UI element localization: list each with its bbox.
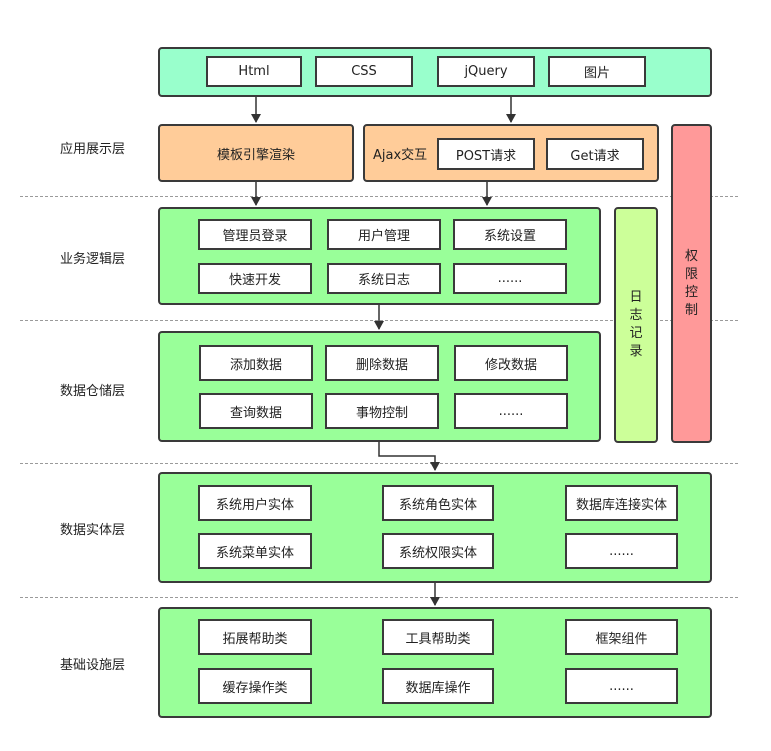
system-log-box: 系统日志 xyxy=(327,263,441,294)
layer-separator xyxy=(20,597,738,598)
get-request-box: Get请求 xyxy=(546,138,644,170)
admin-login-box: 管理员登录 xyxy=(198,219,312,250)
query-data-box: 查询数据 xyxy=(199,393,313,429)
layer-label-presentation: 应用展示层 xyxy=(60,142,126,157)
framework-component-box: 框架组件 xyxy=(565,619,678,655)
entity-more-box: ...... xyxy=(565,533,678,569)
permission-control-panel: 权 限 控 制 xyxy=(671,124,712,443)
jquery-box: jQuery xyxy=(437,56,535,87)
template-engine-panel: 模板引擎渲染 xyxy=(158,124,354,182)
log-record-panel: 日 志 记 录 xyxy=(614,207,658,443)
permission-char: 制 xyxy=(684,302,698,318)
system-role-entity-box: 系统角色实体 xyxy=(382,485,494,521)
post-request-box: POST请求 xyxy=(437,138,535,170)
log-record-char: 志 xyxy=(629,308,643,323)
system-permission-entity-box: 系统权限实体 xyxy=(382,533,494,569)
log-record-char: 日 xyxy=(629,290,643,305)
add-data-box: 添加数据 xyxy=(199,345,313,381)
arrow-storage-to-entity xyxy=(378,442,440,471)
layer-label-entity: 数据实体层 xyxy=(60,523,126,538)
cache-operation-box: 缓存操作类 xyxy=(198,668,312,704)
permission-char: 权 xyxy=(684,248,698,264)
modify-data-box: 修改数据 xyxy=(454,345,568,381)
image-box: 图片 xyxy=(548,56,646,87)
system-user-entity-box: 系统用户实体 xyxy=(198,485,312,521)
permission-char: 限 xyxy=(684,266,698,282)
business-more-box: ...... xyxy=(453,263,567,294)
css-box: CSS xyxy=(315,56,413,87)
delete-data-box: 删除数据 xyxy=(325,345,439,381)
storage-more-box: ...... xyxy=(454,393,568,429)
html-box: Html xyxy=(206,56,302,87)
system-menu-entity-box: 系统菜单实体 xyxy=(198,533,312,569)
log-record-char: 记 xyxy=(629,326,643,341)
rapid-dev-box: 快速开发 xyxy=(198,263,312,294)
log-record-char: 录 xyxy=(629,344,643,359)
layer-label-business: 业务逻辑层 xyxy=(60,252,126,267)
layer-separator xyxy=(20,463,738,464)
user-management-box: 用户管理 xyxy=(327,219,441,250)
transaction-control-box: 事物控制 xyxy=(325,393,439,429)
extension-helper-box: 拓展帮助类 xyxy=(198,619,312,655)
db-connection-entity-box: 数据库连接实体 xyxy=(565,485,678,521)
database-operation-box: 数据库操作 xyxy=(382,668,494,704)
tool-helper-box: 工具帮助类 xyxy=(382,619,494,655)
layer-separator xyxy=(20,196,738,197)
permission-char: 控 xyxy=(684,284,698,300)
system-settings-box: 系统设置 xyxy=(453,219,567,250)
ajax-label: Ajax交互 xyxy=(373,147,428,163)
layer-label-storage: 数据仓储层 xyxy=(60,384,126,399)
infrastructure-more-box: ...... xyxy=(565,668,678,704)
layer-label-infrastructure: 基础设施层 xyxy=(60,658,126,673)
